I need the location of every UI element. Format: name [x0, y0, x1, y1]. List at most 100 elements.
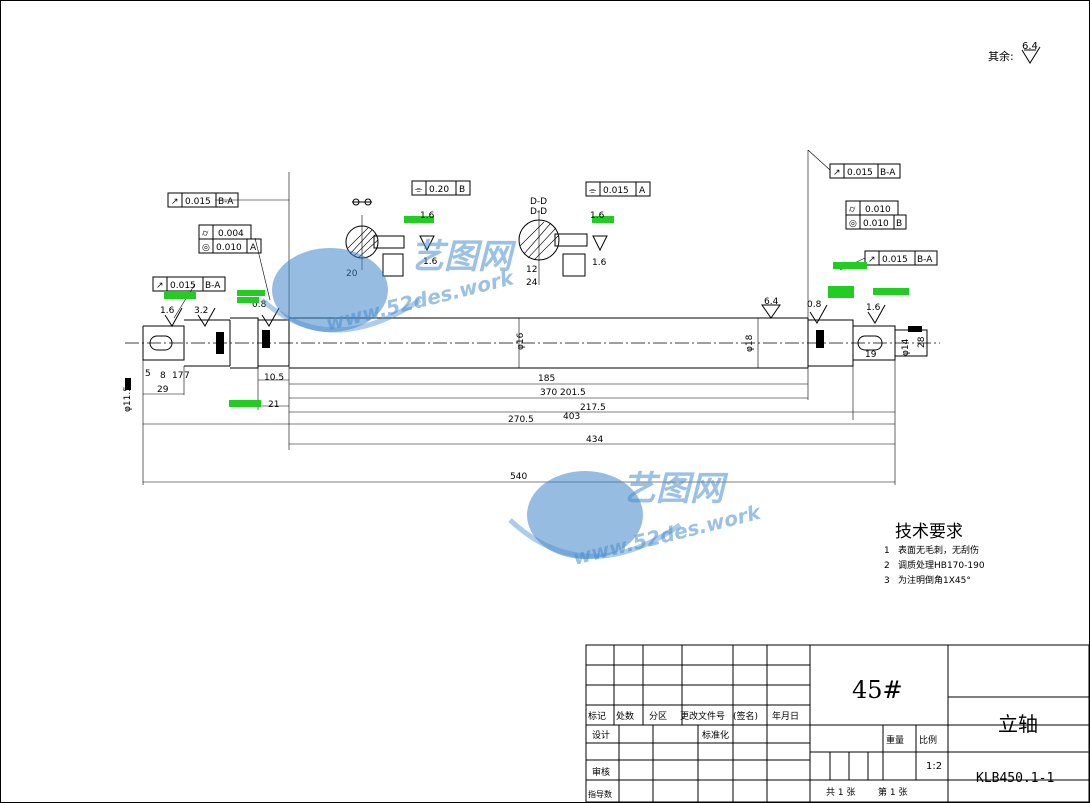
svg-text:1.6: 1.6 [866, 303, 881, 313]
svg-text:7: 7 [184, 371, 190, 381]
svg-text:比例: 比例 [919, 734, 937, 746]
gdt-frame-9: ◎ 0.010 B [845, 214, 907, 230]
svg-text:1.6: 1.6 [592, 258, 607, 268]
svg-text:标记: 标记 [588, 710, 606, 722]
svg-text:艺图网: 艺图网 [410, 237, 517, 277]
svg-text:5: 5 [145, 369, 151, 379]
svg-text:540: 540 [510, 472, 527, 482]
svg-text:0.015: 0.015 [185, 197, 211, 207]
svg-text:1.6: 1.6 [420, 211, 435, 221]
gdt-frame-10: ↗ 0.015 B-A [864, 250, 938, 266]
svg-text:1: 1 [884, 546, 890, 556]
svg-text:⌭: ⌭ [849, 205, 856, 215]
svg-text:12: 12 [526, 265, 537, 275]
svg-text:1.6: 1.6 [590, 211, 605, 221]
svg-text:审核: 审核 [592, 766, 610, 778]
watermark-1: 艺图网 www.52des.work [260, 237, 518, 335]
svg-text:⌭: ⌭ [202, 229, 209, 239]
gdt-frame-3: ◎ 0.010 A [198, 238, 262, 254]
svg-text:◎: ◎ [849, 219, 857, 229]
material-label: 45# [852, 676, 903, 704]
diameter-labels: φ11.5 φ16 φ18 φ14 28 [123, 318, 927, 412]
svg-text:第 1 张: 第 1 张 [878, 786, 907, 798]
svg-text:其余:: 其余: [988, 49, 1014, 63]
svg-text:0.8: 0.8 [807, 300, 822, 310]
watermark-2: 艺图网 www.52des.work [508, 469, 764, 570]
svg-text:3: 3 [884, 576, 890, 586]
svg-text:调质处理HB170-190: 调质处理HB170-190 [898, 559, 985, 571]
svg-text:表面无毛刺，无刮伤: 表面无毛刺，无刮伤 [898, 544, 979, 556]
svg-text:年月日: 年月日 [772, 710, 799, 722]
svg-text:B: B [896, 219, 902, 229]
svg-text:设计: 设计 [592, 729, 610, 741]
svg-text:D-D: D-D [530, 197, 547, 207]
green-tags [164, 216, 909, 407]
svg-text:D-D: D-D [530, 207, 547, 217]
svg-text:0.010: 0.010 [216, 243, 242, 253]
svg-text:434: 434 [586, 435, 603, 445]
svg-text:A: A [250, 243, 257, 253]
svg-text:1:2: 1:2 [926, 761, 942, 772]
svg-text:6.4: 6.4 [764, 297, 779, 307]
svg-text:0.20: 0.20 [429, 185, 449, 195]
svg-text:↗: ↗ [833, 168, 841, 178]
svg-text:(签名): (签名) [733, 710, 758, 722]
gdt-frame-8: ⌭ 0.010 [845, 200, 899, 216]
svg-text:0.015: 0.015 [170, 281, 196, 291]
svg-text:6.4: 6.4 [1022, 41, 1038, 52]
svg-text:φ11.5: φ11.5 [123, 386, 133, 412]
svg-text:29: 29 [157, 385, 169, 395]
general-roughness-note: 其余: 6.4 [988, 41, 1041, 64]
title-block: 45# 立轴 KLB450.1-1 比例 1:2 重量 共 1 张 第 1 张 … [585, 644, 1090, 803]
svg-text:重量: 重量 [886, 734, 904, 746]
gdt-frame-5: ⌯ 0.20 B [411, 180, 471, 196]
svg-text:19: 19 [865, 350, 877, 360]
svg-text:⌯: ⌯ [589, 186, 597, 196]
tech-requirements-title: 技术要求 [895, 522, 963, 542]
svg-text:28: 28 [917, 336, 927, 348]
section-view-2: D-D D-D 12 24 1.6 1.6 1.6 [423, 197, 608, 288]
gdt-frame-7: ↗ 0.015 B-A [829, 163, 901, 179]
svg-text:处数: 处数 [616, 710, 634, 722]
svg-text:201.5: 201.5 [560, 388, 586, 398]
svg-text:为注明倒角1X45°: 为注明倒角1X45° [898, 574, 971, 586]
shaft-profile [125, 317, 940, 390]
svg-text:A: A [639, 186, 646, 196]
tech-requirements: 技术要求 1 表面无毛刺，无刮伤 2 调质处理HB170-190 3 为注明倒角… [884, 522, 985, 586]
svg-text:0.015: 0.015 [882, 255, 908, 265]
svg-text:0.010: 0.010 [863, 219, 889, 229]
svg-text:指导数: 指导数 [588, 789, 612, 799]
svg-text:0.015: 0.015 [603, 186, 629, 196]
roughness-symbols: 1.6 3.2 0.8 6.4 0.8 1.6 [160, 297, 886, 327]
svg-text:φ18: φ18 [745, 334, 755, 352]
svg-text:φ14: φ14 [901, 338, 911, 356]
svg-text:8: 8 [160, 371, 166, 381]
svg-text:24: 24 [526, 278, 538, 288]
svg-text:185: 185 [538, 374, 555, 384]
svg-text:标准化: 标准化 [702, 729, 729, 741]
drawing-number: KLB450.1-1 [976, 771, 1054, 786]
gdt-frame-1: ↗ 0.015 B-A [167, 192, 239, 208]
svg-text:0.010: 0.010 [865, 205, 891, 215]
svg-text:共 1 张: 共 1 张 [826, 787, 855, 798]
svg-text:1.6: 1.6 [160, 306, 175, 316]
svg-text:17: 17 [172, 371, 183, 381]
svg-text:B-A: B-A [205, 281, 221, 291]
svg-text:270.5: 270.5 [508, 415, 534, 425]
dimension-lines: 185 370 201.5 217.5 270.5 403 434 540 29… [143, 350, 895, 483]
svg-text:1.6: 1.6 [423, 257, 438, 267]
gdt-frame-2: ⌭ 0.004 [198, 224, 252, 240]
part-name: 立轴 [998, 712, 1038, 736]
svg-text:↗: ↗ [156, 281, 164, 291]
svg-text:370: 370 [540, 388, 557, 398]
svg-text:0.015: 0.015 [847, 168, 873, 178]
gdt-frame-4: ↗ 0.015 B-A [152, 276, 226, 292]
svg-text:φ16: φ16 [516, 332, 526, 350]
svg-text:B-A: B-A [218, 197, 234, 207]
svg-text:2: 2 [884, 561, 890, 571]
svg-text:403: 403 [563, 412, 580, 422]
gdt-frame-6: ⌯ 0.015 A [585, 181, 651, 197]
svg-text:0.8: 0.8 [252, 300, 267, 310]
